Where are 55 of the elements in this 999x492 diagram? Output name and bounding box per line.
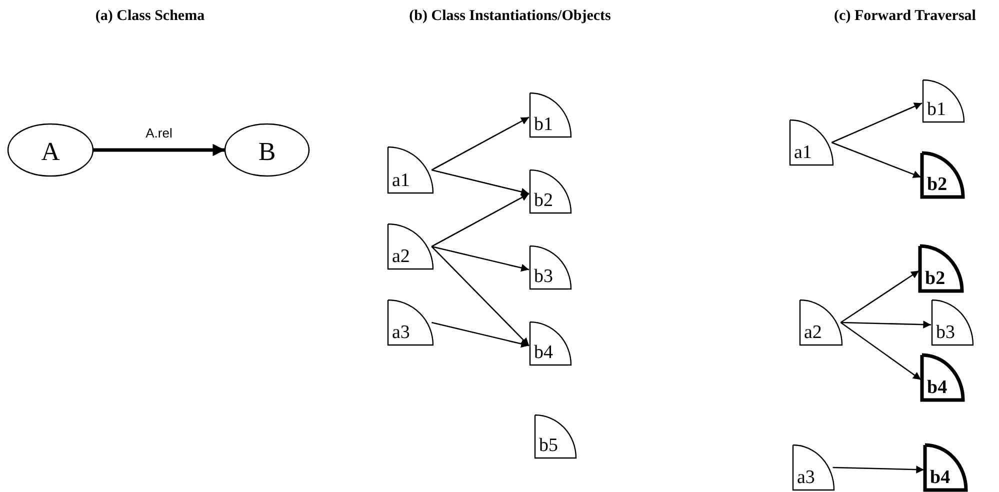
- object-node: [932, 300, 973, 345]
- object-node: [530, 170, 571, 213]
- arrow: [840, 322, 922, 380]
- object-node: [530, 322, 571, 365]
- node-label: b3: [534, 267, 553, 286]
- arrow: [831, 142, 922, 178]
- node-label: b4: [927, 378, 948, 397]
- arrow: [431, 193, 530, 248]
- object-node: [800, 300, 842, 345]
- object-node: [388, 300, 433, 345]
- panel-title: (a) Class Schema: [95, 8, 205, 25]
- node-label: a2: [804, 323, 822, 342]
- class-ellipse: [225, 124, 309, 176]
- node-label: a1: [794, 143, 812, 162]
- node-label: a3: [392, 323, 410, 342]
- arrow: [432, 169, 530, 196]
- object-node: [925, 445, 966, 490]
- class-ellipse: [8, 124, 93, 176]
- object-node: [535, 415, 576, 458]
- object-node: [793, 445, 834, 490]
- object-node: [922, 355, 963, 400]
- node-label: a3: [797, 468, 815, 487]
- object-node: [388, 147, 433, 193]
- node-label: a1: [392, 171, 410, 190]
- arrow: [431, 246, 530, 346]
- arrow: [832, 466, 924, 474]
- node-label: b1: [534, 115, 553, 134]
- panel-title: (c) Forward Traversal: [834, 8, 976, 25]
- arrow: [840, 270, 920, 324]
- object-node: [923, 80, 964, 122]
- arrow: [93, 144, 225, 156]
- node-label: a2: [392, 247, 410, 266]
- node-label: b3: [936, 323, 955, 342]
- node-label: B: [258, 139, 276, 166]
- node-label: b2: [534, 191, 553, 210]
- object-node: [920, 246, 962, 291]
- object-node: [530, 246, 571, 289]
- object-node: [530, 93, 571, 137]
- node-label: b5: [539, 436, 558, 455]
- arrow: [840, 320, 932, 328]
- edge-label: A.rel: [144, 126, 174, 140]
- arrow: [431, 116, 530, 171]
- node-label: b1: [927, 100, 946, 119]
- arrow: [831, 102, 922, 144]
- object-node: [922, 153, 963, 197]
- node-label: b4: [534, 343, 553, 362]
- node-label: A: [41, 139, 60, 166]
- node-label: b2: [925, 269, 946, 288]
- node-label: b4: [930, 468, 950, 487]
- arrow: [432, 322, 530, 348]
- arrow: [432, 246, 530, 272]
- object-node: [790, 120, 833, 165]
- node-label: b2: [927, 175, 948, 194]
- object-node: [388, 224, 433, 269]
- panel-title: (b) Class Instantiations/Objects: [409, 8, 611, 25]
